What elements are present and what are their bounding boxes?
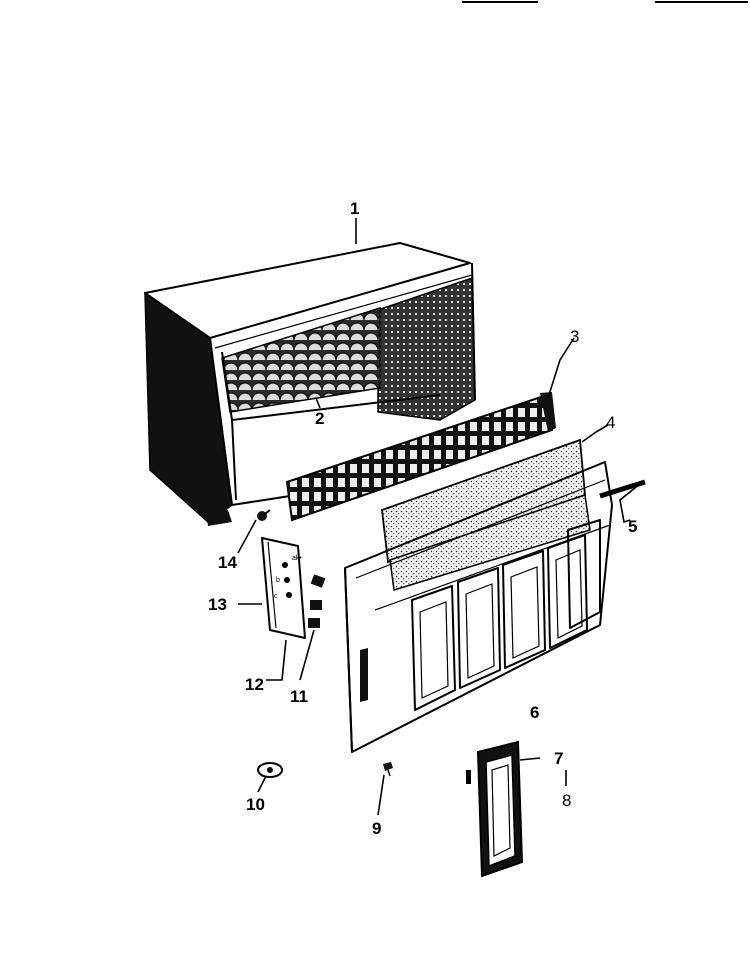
- label-part-2: 2: [315, 409, 324, 428]
- label-part-1: 1: [350, 199, 359, 218]
- leader-lines: [237, 218, 641, 816]
- label-part-4: 4: [606, 413, 615, 432]
- clip: [257, 762, 283, 778]
- label-part-12: 12: [245, 675, 264, 694]
- svg-text:c: c: [274, 593, 278, 600]
- cabinet: [144, 242, 476, 526]
- label-part-9: 9: [372, 819, 381, 838]
- label-part-3: 3: [570, 327, 579, 346]
- label-part-7: 7: [554, 749, 563, 768]
- small-screw: [383, 762, 393, 777]
- svg-text:ak•: ak•: [292, 555, 302, 562]
- label-part-13: 13: [208, 595, 227, 614]
- label-part-11: 11: [290, 687, 308, 706]
- part-labels: 1 2 3 4 5 6 7 8 9 10 11 12 13 14: [208, 199, 637, 838]
- access-door: [466, 740, 524, 878]
- panel-doors: [411, 519, 601, 711]
- label-part-10: 10: [246, 795, 265, 814]
- label-part-6: 6: [530, 703, 539, 722]
- rod: [599, 479, 646, 499]
- svg-text:b: b: [276, 577, 280, 584]
- label-part-8: 8: [562, 791, 571, 810]
- front-panel: [344, 461, 613, 753]
- screw: [257, 509, 271, 521]
- control-plate: ak• b c: [261, 537, 306, 639]
- control-knobs: [308, 574, 326, 628]
- label-part-14: 14: [218, 553, 237, 572]
- label-part-5: 5: [628, 517, 637, 536]
- louver-grille: [285, 392, 556, 522]
